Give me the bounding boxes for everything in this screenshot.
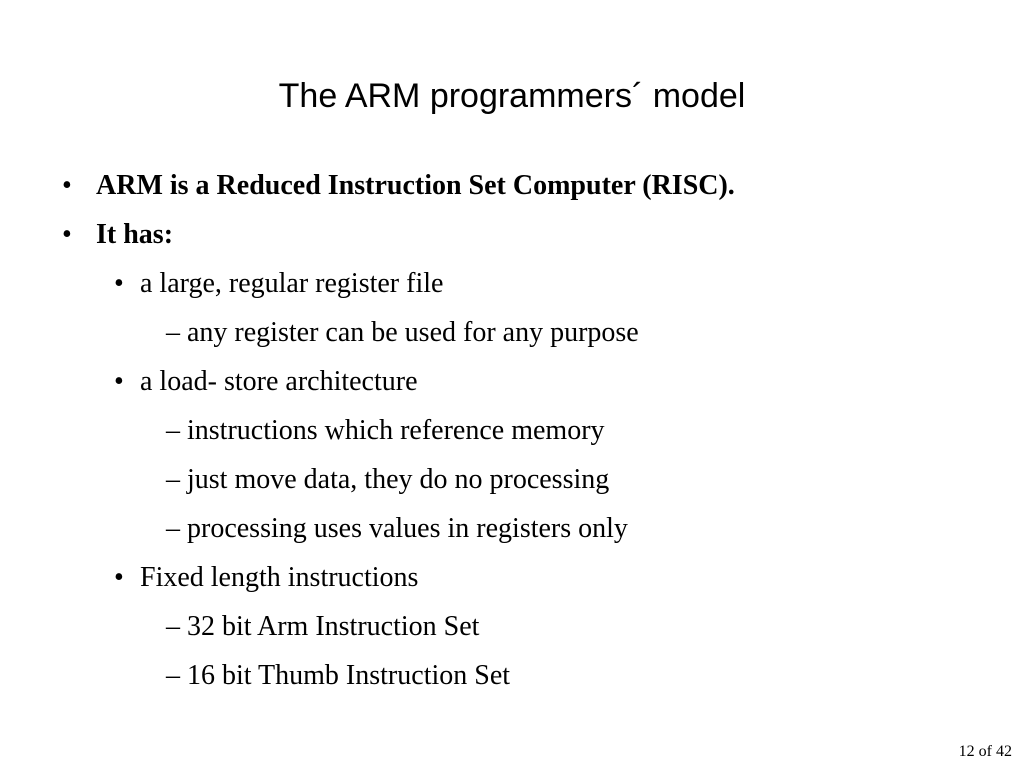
page-number: 12 of 42: [958, 743, 1012, 760]
bullet-text: a large, regular register file: [140, 268, 444, 299]
bullet-marker: •: [114, 366, 124, 397]
bullet-marker: •: [114, 562, 124, 593]
bullet-marker: •: [62, 219, 72, 250]
bullet-text: a load- store architecture: [140, 366, 418, 397]
dash-text: 16 bit Thumb Instruction Set: [187, 660, 511, 691]
dash-marker: –: [166, 611, 180, 642]
dash-text: just move data, they do no processing: [187, 464, 610, 495]
bullet-text: It has:: [96, 219, 174, 250]
dash-marker: –: [166, 415, 180, 446]
bullet-marker: •: [114, 268, 124, 299]
bullet-text: ARM is a Reduced Instruction Set Compute…: [96, 170, 735, 201]
dash-marker: –: [166, 317, 180, 348]
dash-text: instructions which reference memory: [187, 415, 605, 446]
bullet-marker: •: [62, 170, 72, 201]
dash-marker: –: [166, 513, 180, 544]
slide-title: The ARM programmers´ model: [278, 77, 746, 115]
dash-text: any register can be used for any purpose: [187, 317, 639, 348]
bullet-text: Fixed length instructions: [140, 562, 419, 593]
dash-text: 32 bit Arm Instruction Set: [187, 611, 480, 642]
dash-marker: –: [166, 464, 180, 495]
dash-text: processing uses values in registers only: [187, 513, 628, 544]
dash-marker: –: [166, 660, 180, 691]
